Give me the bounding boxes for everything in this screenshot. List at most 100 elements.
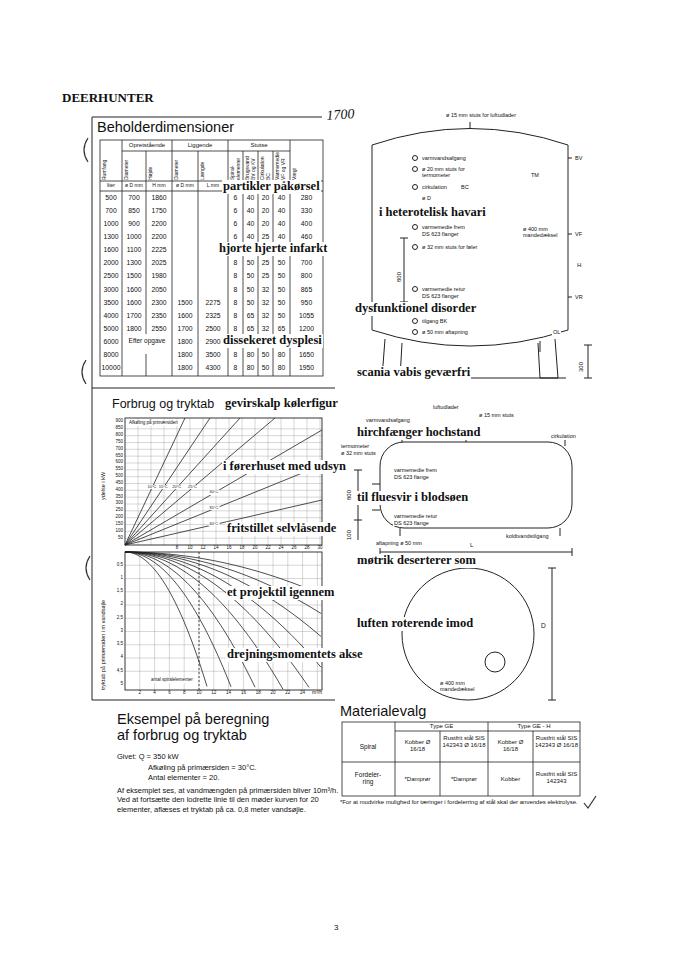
tank-end-view bbox=[402, 568, 556, 700]
poem-line: dissekeret dysplesi bbox=[222, 334, 323, 348]
chart-grid bbox=[177, 418, 178, 545]
tick-label: 24 bbox=[300, 691, 305, 696]
table-unit: ø D mm bbox=[125, 183, 143, 189]
vertical-tank bbox=[372, 122, 592, 378]
table-cell: 3500 bbox=[205, 351, 220, 358]
table-cell: 8000 bbox=[103, 351, 118, 358]
dimension-table-grid bbox=[198, 151, 199, 376]
part-label: ø 15 mm stuts bbox=[478, 412, 515, 418]
tick-label: 1,5 bbox=[117, 589, 123, 594]
margin-marks bbox=[84, 138, 88, 162]
tick-label: 10 bbox=[196, 691, 201, 696]
poem-line: hjorte hjerte infarkt bbox=[218, 242, 328, 256]
table-cell: 50 bbox=[247, 299, 255, 306]
table-cell: 50 bbox=[247, 286, 255, 293]
tick-label: 22 bbox=[285, 691, 290, 696]
part-label: cirkulation bbox=[550, 433, 577, 439]
vertical-tank bbox=[588, 345, 589, 378]
dimension-table-grid bbox=[100, 140, 323, 376]
chart-grid bbox=[125, 578, 322, 579]
table-cell: 32 bbox=[262, 286, 270, 293]
table-cell: 3000 bbox=[103, 286, 118, 293]
curve-label: 35°C bbox=[208, 506, 219, 510]
example-text: Givet: Q = 350 kW bbox=[117, 753, 178, 761]
table-cell: 2500 bbox=[103, 272, 118, 279]
tick-label: 12 bbox=[211, 691, 216, 696]
table-cell: 2025 bbox=[151, 259, 166, 266]
horizontal-tank bbox=[560, 528, 561, 536]
table-cell: 8 bbox=[234, 312, 238, 319]
vertical-tank bbox=[413, 319, 418, 324]
table-cell: 50 bbox=[262, 364, 270, 371]
frame bbox=[92, 388, 335, 389]
curve-label: 30°C bbox=[208, 490, 219, 494]
tick-label: 3 bbox=[120, 629, 123, 634]
tick-label: 26 bbox=[291, 546, 296, 551]
part-label: BC bbox=[460, 184, 470, 190]
part-label: ø 32 mm stuts bbox=[340, 450, 377, 456]
table-cell: 330 bbox=[301, 207, 312, 214]
margin-marks bbox=[584, 796, 596, 808]
table-header: Vægt bbox=[292, 151, 298, 180]
table-cell: 900 bbox=[128, 220, 139, 227]
section-heading: Materialevalg bbox=[340, 704, 426, 720]
dimension: 800 bbox=[396, 272, 403, 282]
table-cell: 1800 bbox=[177, 364, 192, 371]
material-table-grid bbox=[488, 722, 489, 796]
table-cell: 32 bbox=[262, 325, 270, 332]
table-cell: 40 bbox=[247, 220, 255, 227]
table-cell: 6000 bbox=[103, 338, 118, 345]
table-cell: 1300 bbox=[126, 259, 141, 266]
part-label: cirkulation bbox=[421, 184, 448, 190]
table-cell: 5000 bbox=[103, 325, 118, 332]
tank-end-view bbox=[402, 568, 534, 700]
table-header: Spiral-elementer bbox=[230, 151, 241, 180]
part-label: DS 623 flanger bbox=[421, 231, 460, 237]
table-unit: H mm bbox=[152, 183, 165, 189]
tick-label: 28 bbox=[304, 546, 309, 551]
tick-label: 150 bbox=[115, 522, 123, 527]
chart-grid bbox=[125, 442, 322, 443]
chart-grid bbox=[125, 631, 322, 632]
horizontal-tank bbox=[380, 552, 572, 553]
tick-label: 400 bbox=[115, 488, 123, 493]
part-label: varmemedie frem bbox=[421, 224, 466, 230]
table-cell: 2275 bbox=[205, 299, 220, 306]
table-cell: 10000 bbox=[102, 364, 121, 371]
table-cell: 460 bbox=[301, 233, 312, 240]
vertical-tank bbox=[413, 245, 418, 250]
vertical-tank bbox=[413, 167, 418, 172]
table-cell: 1980 bbox=[151, 272, 166, 279]
table-cell: 6 bbox=[234, 194, 238, 201]
part-label: ø 32 mm stuts for føler bbox=[421, 244, 478, 250]
tick-label: 14 bbox=[213, 546, 218, 551]
part-label: ø 15 mm stuts for luftudlader bbox=[445, 112, 517, 118]
table-cell: 700 bbox=[128, 194, 139, 201]
table-cell: 3500 bbox=[103, 299, 118, 306]
table-cell: 1600 bbox=[177, 312, 192, 319]
table-cell: 2325 bbox=[205, 312, 220, 319]
tick-label: 14 bbox=[226, 691, 231, 696]
tick-label: 850 bbox=[115, 426, 123, 431]
table-cell: 40 bbox=[278, 220, 286, 227]
dimension-table-grid bbox=[100, 140, 323, 376]
table-cell: Efter opgave bbox=[127, 337, 167, 344]
chart-grid bbox=[125, 644, 322, 645]
chart-grid bbox=[317, 552, 318, 690]
table-cell: 2550 bbox=[151, 325, 166, 332]
chart-grid bbox=[169, 552, 170, 690]
table-cell: 40 bbox=[247, 207, 255, 214]
table-cell: 2500 bbox=[205, 325, 220, 332]
part-label: varmvandsafgang bbox=[365, 417, 411, 423]
table-cell: 80 bbox=[247, 351, 255, 358]
vertical-tank bbox=[470, 122, 471, 129]
curve-label: 25°C bbox=[187, 485, 198, 489]
tick-label: 22 bbox=[265, 546, 270, 551]
table-cell: 280 bbox=[301, 194, 312, 201]
table-cell: 40 bbox=[278, 233, 286, 240]
tick-label: 8 bbox=[176, 546, 179, 551]
vertical-tank bbox=[413, 287, 418, 292]
chart-grid bbox=[154, 552, 155, 690]
part-label: ø 20 mm stuts for termometer bbox=[421, 166, 485, 178]
poem-line: drejningsmomentets akse bbox=[226, 648, 364, 662]
